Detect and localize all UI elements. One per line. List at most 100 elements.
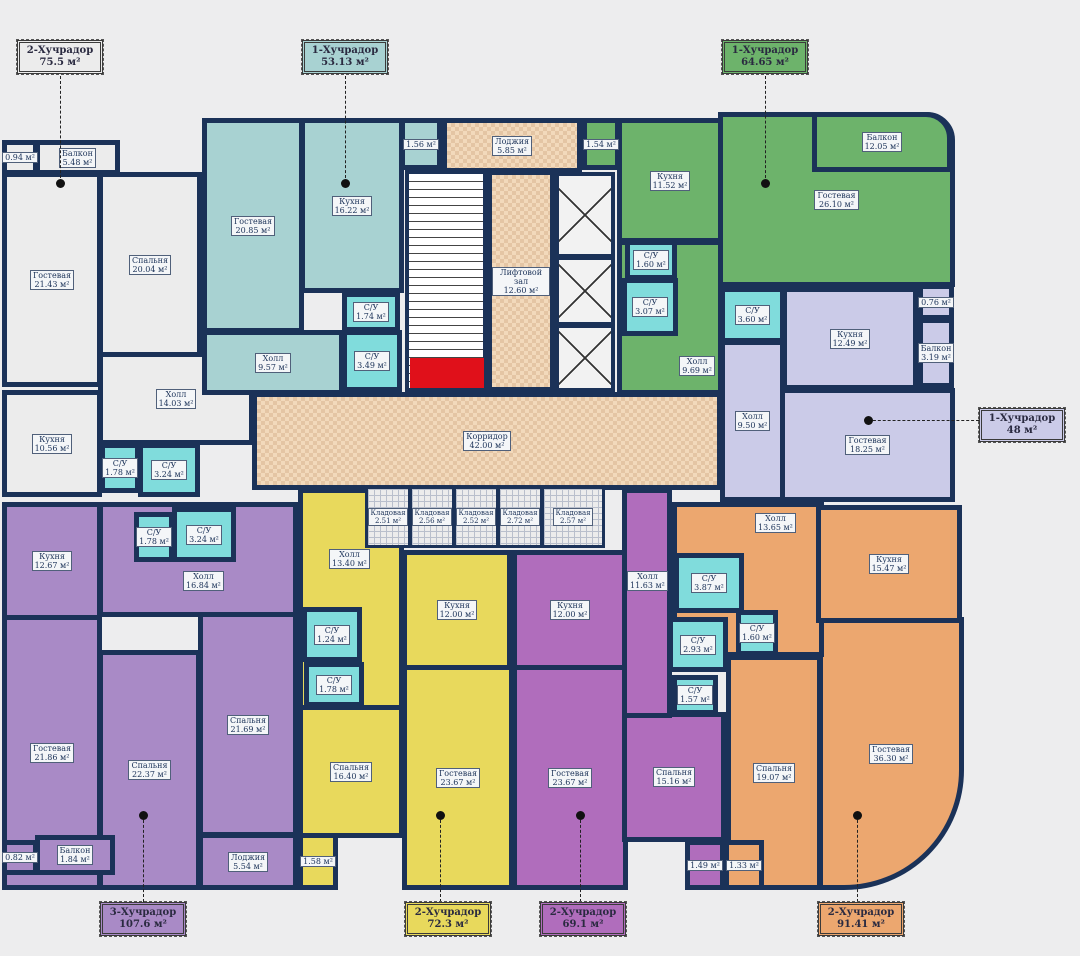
room-area: 9.57 м² bbox=[258, 362, 288, 372]
room-label: 1.54 м² bbox=[583, 138, 619, 150]
room-storage-44: 0.82 м² bbox=[2, 840, 38, 875]
leader-line bbox=[60, 76, 61, 183]
room-label: 1.33 м² bbox=[726, 859, 762, 871]
fire-door-block bbox=[410, 358, 484, 388]
room-area: 42.00 м² bbox=[469, 441, 505, 450]
room-name: Гостевая bbox=[550, 768, 590, 778]
room-label: 0.76 м² bbox=[918, 296, 954, 308]
room-area: 18.25 м² bbox=[850, 445, 885, 454]
apartment-type: 2-Хучрадор bbox=[827, 907, 895, 918]
room-name: С/У bbox=[745, 306, 760, 315]
room-name: Кладовая bbox=[502, 509, 538, 517]
room-area: 14.03 м² bbox=[158, 398, 194, 408]
room-name: Балкон bbox=[920, 344, 952, 353]
room-area: 1.33 м² bbox=[729, 860, 759, 870]
room-name: С/У bbox=[643, 251, 659, 260]
apartment-area: 53.13 м² bbox=[321, 57, 369, 68]
room-label: 0.82 м² bbox=[2, 852, 38, 863]
room-area: 15.47 м² bbox=[871, 564, 907, 573]
room-area: 1.74 м² bbox=[356, 312, 386, 321]
room-area: 13.65 м² bbox=[758, 523, 793, 532]
room-area: 5.48 м² bbox=[62, 157, 93, 167]
room-area: 22.37 м² bbox=[132, 770, 167, 779]
room-area: 16.40 м² bbox=[333, 771, 369, 781]
room-name: Кухня bbox=[657, 171, 683, 181]
room-area: 12.49 м² bbox=[832, 338, 868, 348]
leader-line bbox=[857, 815, 858, 902]
room-name: Кладовая bbox=[414, 509, 450, 517]
room-name: Холл bbox=[262, 353, 284, 363]
room-storage-16: 1.54 м² bbox=[582, 118, 620, 170]
room-area: 19.07 м² bbox=[756, 772, 792, 782]
room-area: 1.84 м² bbox=[60, 855, 90, 864]
room-name: Балкон bbox=[62, 148, 93, 158]
room-name: Холл bbox=[742, 412, 763, 421]
apartment-type: 3-Хучрадор bbox=[109, 907, 177, 918]
apartment-type: 1-Хучрадор bbox=[731, 45, 799, 56]
room-name: Кухня bbox=[837, 329, 863, 339]
room-name: Гостевая bbox=[848, 436, 887, 445]
room-name: С/У bbox=[749, 624, 765, 633]
room-area: 3.07 м² bbox=[635, 307, 665, 316]
room-name: Кухня bbox=[444, 601, 470, 610]
apartment-type: 2-Хучрадор bbox=[414, 907, 482, 918]
room-name: Кладовая bbox=[555, 509, 591, 517]
room-area: 5.54 м² bbox=[233, 861, 263, 871]
room-name: Холл bbox=[165, 389, 187, 399]
apartment-marker-dot bbox=[341, 179, 350, 188]
room-name: С/У bbox=[161, 461, 177, 470]
room-area: 3.49 м² bbox=[357, 361, 387, 370]
room-label: 1.49 м² bbox=[687, 859, 723, 871]
room-name: Лифтовой зал bbox=[499, 267, 543, 286]
room-area: 3.24 м² bbox=[154, 470, 184, 479]
apartment-marker-dot bbox=[576, 811, 585, 820]
room-name: Гостевая bbox=[32, 743, 72, 753]
staircase bbox=[405, 170, 487, 392]
room-area: 10.56 м² bbox=[34, 443, 70, 453]
room-name: Кухня bbox=[39, 434, 65, 444]
room-area: 16.84 м² bbox=[186, 581, 221, 590]
room-area: 0.82 м² bbox=[5, 853, 35, 862]
